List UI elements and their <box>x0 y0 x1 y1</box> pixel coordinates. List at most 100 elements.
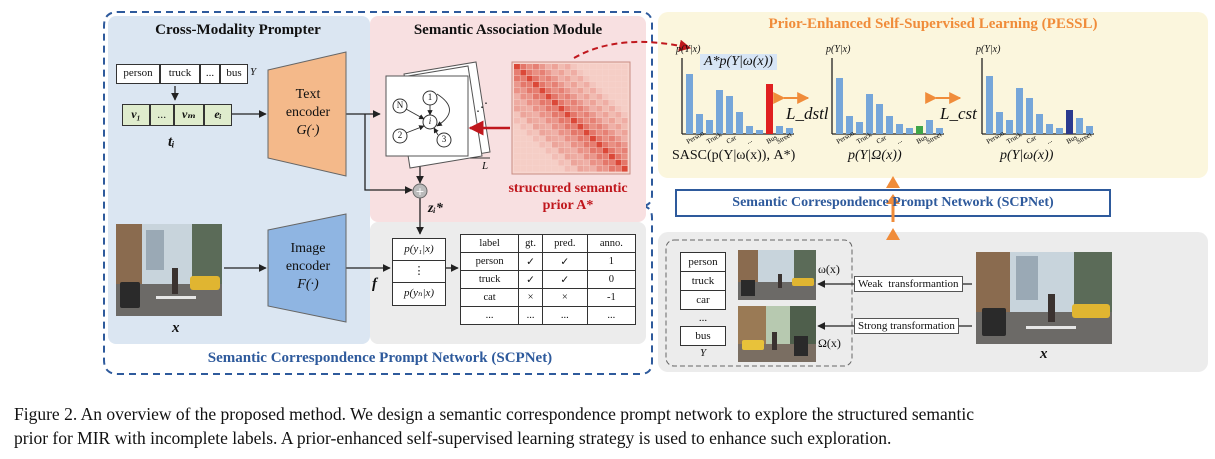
heatmap-cell <box>526 106 533 112</box>
table-header: anno. <box>586 234 637 253</box>
heatmap-cell <box>571 166 577 172</box>
heatmap-cell <box>583 70 590 76</box>
chart-bar <box>1046 124 1053 134</box>
table-header-row: label gt. pred. anno. <box>459 234 637 253</box>
heatmap-cell <box>602 64 609 70</box>
table-cell: person <box>459 252 520 271</box>
loss-cst-label: L_cst <box>940 104 977 123</box>
heatmap-cell <box>526 100 533 106</box>
heatmap-cell <box>571 160 577 166</box>
heatmap-cell <box>564 112 571 118</box>
heatmap-cell <box>609 124 615 130</box>
augmentation-source-symbol: x <box>1040 346 1048 362</box>
heatmap-cell <box>590 154 596 160</box>
chart1-caption: SASC(p(Y|ω(x)), A*) <box>672 148 796 163</box>
heatmap-cell <box>533 118 539 124</box>
chart-bar <box>686 74 693 134</box>
scpnet-bottom-title: Semantic Correspondence Prompt Network (… <box>207 350 553 366</box>
heatmap-cell <box>558 118 565 124</box>
heatmap-cell <box>596 100 603 106</box>
aug-label: ... <box>698 312 708 324</box>
heatmap-cell <box>577 82 584 88</box>
heatmap-cell <box>571 142 577 148</box>
omega-strong-label: Ω(x) <box>818 336 841 350</box>
heatmap-cell <box>571 70 577 76</box>
heatmap-cell <box>621 154 628 160</box>
heatmap-cell <box>621 142 628 148</box>
heatmap-cell <box>526 154 533 160</box>
heatmap-cell <box>615 148 622 154</box>
heatmap-cell <box>590 100 596 106</box>
table-cell: 1 <box>586 252 637 271</box>
token-vm: vₘ <box>174 104 204 126</box>
heatmap-cell <box>571 112 577 118</box>
node-label-i: i <box>428 116 432 126</box>
chart-bar <box>696 114 703 134</box>
table-row: cat × × -1 <box>459 288 637 307</box>
heatmap-cell <box>571 130 577 136</box>
heatmap-cell <box>615 160 622 166</box>
heatmap-cell <box>533 100 539 106</box>
table-cell: ✓ <box>518 270 543 289</box>
image-encoder-label: Image encoder F(·) <box>285 241 331 292</box>
heatmap-cell <box>583 64 590 70</box>
chart-bar <box>746 126 753 134</box>
augmentation-source-image <box>976 252 1112 344</box>
heatmap-cell <box>552 118 558 124</box>
heatmap-cell <box>609 88 615 94</box>
heatmap-cell <box>602 136 609 142</box>
heatmap-cell <box>621 88 628 94</box>
heatmap-cell <box>564 130 571 136</box>
loss-dstl-label: L_dstl <box>786 104 829 123</box>
aug-label: truck <box>680 272 726 291</box>
heatmap-cell <box>514 106 520 112</box>
heatmap-cell <box>590 82 596 88</box>
z-symbol: zᵢ* <box>428 201 443 216</box>
heatmap-cell <box>571 64 577 70</box>
table-cell: ... <box>586 306 637 325</box>
heatmap-cell <box>526 118 533 124</box>
chart-bar <box>1066 110 1073 134</box>
chart-bar <box>756 130 763 134</box>
heatmap-cell <box>533 70 539 76</box>
heatmap-cell <box>514 70 520 76</box>
heatmap-cell <box>545 106 552 112</box>
strong-aug-image <box>738 306 816 362</box>
heatmap-cell <box>558 154 565 160</box>
heatmap-cell <box>545 166 552 172</box>
heatmap-cell <box>571 106 577 112</box>
heatmap-cell <box>609 112 615 118</box>
heatmap-cell <box>596 88 603 94</box>
heatmap-cell <box>533 166 539 172</box>
scpnet-dashed-frame <box>103 11 653 375</box>
heatmap-cell <box>577 70 584 76</box>
heatmap-cell <box>533 106 539 112</box>
heatmap-cell <box>577 130 584 136</box>
heatmap-cell <box>590 142 596 148</box>
chart-bar <box>706 120 713 134</box>
add-node <box>412 183 428 199</box>
heatmap-cell <box>583 100 590 106</box>
heatmap-cell <box>558 136 565 142</box>
heatmap-cell <box>602 160 609 166</box>
prior-to-pessl-arrow <box>573 39 692 59</box>
heatmap-cell <box>609 64 615 70</box>
heatmap-cell <box>533 148 539 154</box>
heatmap-cell <box>514 130 520 136</box>
heatmap-cell <box>615 106 622 112</box>
heatmap-cell <box>583 112 590 118</box>
chart-bar <box>996 112 1003 134</box>
heatmap-cell <box>609 130 615 136</box>
label-cell-truck: truck <box>160 64 200 84</box>
prior-caption: structured semantic prior A* <box>508 181 628 213</box>
heatmap-cell <box>571 154 577 160</box>
heatmap-cell <box>571 118 577 124</box>
heatmap-cell <box>571 76 577 82</box>
heatmap-cell <box>596 82 603 88</box>
heatmap-cell <box>533 124 539 130</box>
heatmap-cell <box>545 64 552 70</box>
heatmap-cell <box>558 106 565 112</box>
heatmap-cell <box>583 82 590 88</box>
heatmap-cell <box>615 70 622 76</box>
table-cell: ... <box>541 306 588 325</box>
